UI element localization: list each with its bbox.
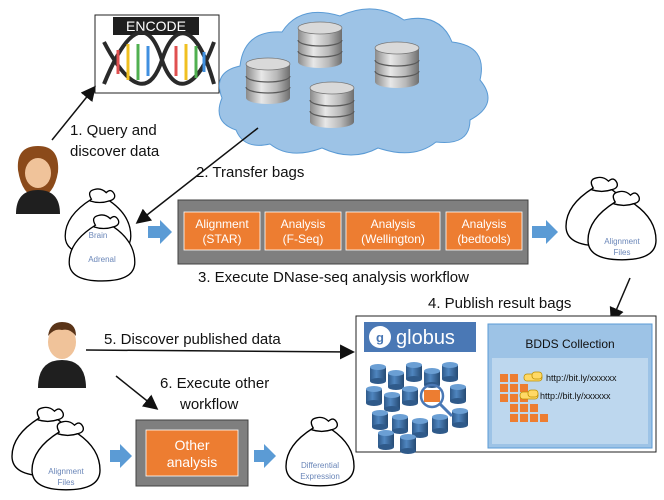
block-arrow-bottom-2 bbox=[254, 444, 276, 468]
other-analysis-line2: analysis bbox=[167, 454, 218, 470]
database-icon bbox=[309, 81, 355, 129]
other-analysis-box: Other analysis bbox=[135, 419, 249, 487]
svg-text:Alignment: Alignment bbox=[195, 217, 249, 231]
svg-text:(bedtools): (bedtools) bbox=[457, 232, 510, 246]
svg-text:(F-Seq): (F-Seq) bbox=[283, 232, 324, 246]
svg-text:(Wellington): (Wellington) bbox=[361, 232, 425, 246]
link-icon bbox=[519, 389, 539, 400]
database-icon bbox=[245, 57, 291, 105]
svg-text:Analysis: Analysis bbox=[281, 217, 326, 231]
step1-label-line2: discover data bbox=[70, 143, 160, 160]
collection-link-2[interactable]: http://bit.ly/xxxxxx bbox=[540, 391, 611, 401]
bag-brain-label: Brain bbox=[89, 231, 108, 240]
other-analysis-line1: Other bbox=[174, 437, 209, 453]
person-researcher-icon bbox=[16, 146, 60, 214]
step5-label: 5. Discover published data bbox=[104, 331, 281, 348]
block-arrow-out bbox=[532, 220, 558, 244]
query-arrow bbox=[51, 85, 96, 141]
step4-label: 4. Publish result bags bbox=[428, 295, 571, 312]
transfer-arrow bbox=[135, 127, 259, 224]
workflow-step-bedtools: Analysis (bedtools) bbox=[445, 211, 523, 251]
block-arrow-bottom-1 bbox=[110, 444, 132, 468]
result-bag-label-line2: Files bbox=[614, 248, 631, 257]
workflow-step-alignment: Alignment (STAR) bbox=[183, 211, 261, 251]
diff-bag-label-line1: Differential bbox=[301, 461, 339, 470]
step1-label-line1: 1. Query and bbox=[70, 122, 157, 139]
globus-g-icon bbox=[369, 326, 391, 348]
person-user-icon bbox=[38, 322, 86, 388]
svg-text:Analysis: Analysis bbox=[371, 217, 416, 231]
differential-expression-bag: Differential Expression bbox=[285, 416, 355, 487]
block-arrow-in bbox=[148, 220, 172, 244]
magnifier-icon bbox=[419, 383, 454, 418]
globus-panel: g globus BDDS Collection bbox=[355, 315, 657, 454]
execute-arrow bbox=[115, 375, 159, 410]
alignment-bag-label-line2: Files bbox=[58, 478, 75, 487]
collection-link-1[interactable]: http://bit.ly/xxxxxx bbox=[546, 373, 617, 383]
discover-arrow bbox=[85, 344, 355, 360]
data-cloud bbox=[218, 8, 489, 156]
alignment-bags: Alignment Files bbox=[11, 406, 101, 491]
result-bag-label-line1: Alignment bbox=[604, 237, 640, 246]
bag-adrenal-label: Adrenal bbox=[88, 255, 116, 264]
result-bags: Alignment Files bbox=[565, 176, 657, 261]
diff-bag-label-line2: Expression bbox=[300, 472, 340, 481]
workflow-box: Alignment (STAR) Analysis (F-Seq) Analys… bbox=[177, 199, 529, 265]
svg-text:g: g bbox=[376, 330, 384, 345]
database-icon bbox=[297, 21, 343, 69]
step3-label: 3. Execute DNase-seq analysis workflow bbox=[198, 269, 469, 286]
encode-logo: ENCODE bbox=[94, 14, 220, 94]
workflow-step-wellington: Analysis (Wellington) bbox=[345, 211, 441, 251]
encode-title: ENCODE bbox=[126, 18, 186, 34]
step2-label: 2. Transfer bags bbox=[196, 164, 304, 181]
link-icon bbox=[523, 371, 543, 382]
database-icon bbox=[374, 41, 420, 89]
step6-label-line1: 6. Execute other bbox=[160, 375, 269, 392]
globus-logo-text: globus bbox=[396, 327, 455, 349]
svg-text:Analysis: Analysis bbox=[462, 217, 507, 231]
input-bags: Brain Adrenal bbox=[64, 188, 136, 282]
svg-text:(STAR): (STAR) bbox=[202, 232, 241, 246]
publish-arrow bbox=[609, 277, 631, 323]
collection-title: BDDS Collection bbox=[525, 337, 614, 351]
step6-label-line2: workflow bbox=[179, 396, 239, 413]
workflow-step-fseq: Analysis (F-Seq) bbox=[264, 211, 342, 251]
alignment-bag-label-line1: Alignment bbox=[48, 467, 84, 476]
